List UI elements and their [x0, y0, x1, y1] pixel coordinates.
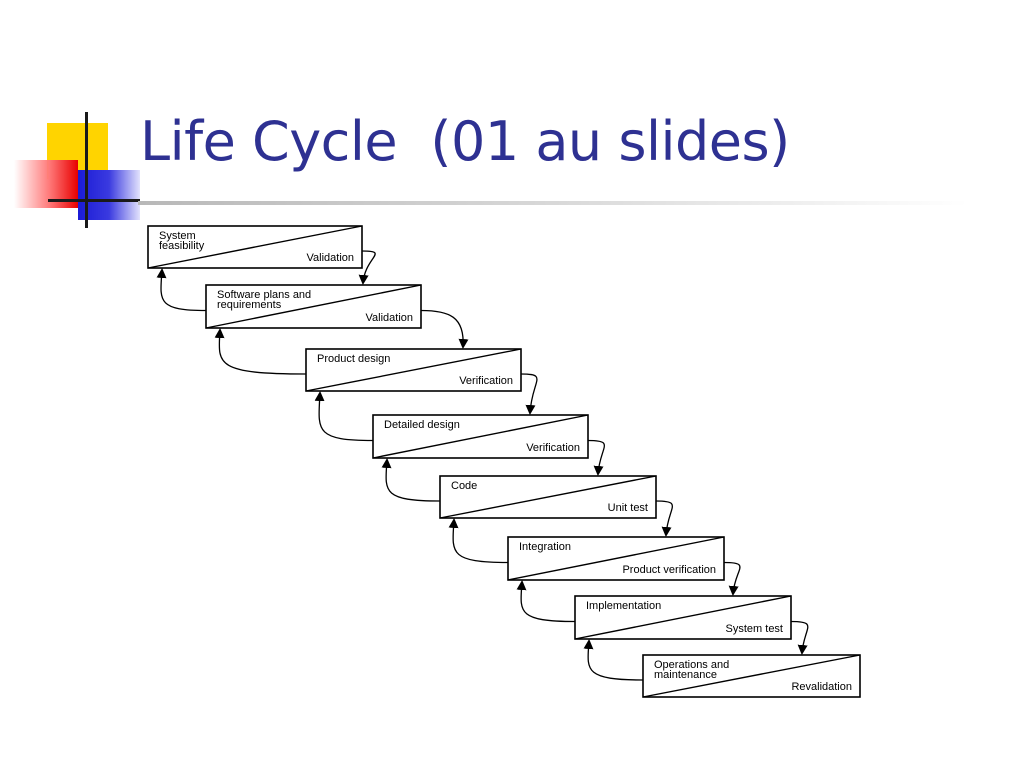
stage-activity-label: Operations and [654, 659, 729, 671]
stage-divider [305, 348, 522, 392]
stage-divider [507, 536, 725, 581]
stage-activity-label: maintenance [654, 669, 717, 681]
title-underline [138, 201, 968, 205]
feedback-arrow [516, 580, 576, 623]
stage-activity-label: Code [451, 480, 477, 492]
forward-arrow [587, 439, 605, 476]
stage-check-label: Product verification [622, 564, 716, 576]
stage-activity-label: feasibility [159, 240, 205, 252]
logo-vertical-line [85, 112, 88, 228]
stage-divider [439, 475, 657, 519]
stage-divider [574, 595, 792, 640]
feedback-arrow [583, 639, 644, 681]
forward-arrow [520, 373, 538, 415]
forward-arrow [420, 309, 469, 349]
stage-divider [147, 225, 363, 269]
stage-activity-label: Product design [317, 353, 390, 365]
forward-arrow [358, 250, 376, 285]
stage-activity-label: Software plans and [217, 289, 311, 301]
forward-arrow [723, 561, 741, 596]
forward-arrow [655, 500, 673, 537]
logo-blue-square [78, 170, 140, 220]
feedback-arrow [448, 518, 509, 564]
stage-activity-label: System [159, 230, 196, 242]
feedback-arrow [314, 391, 374, 442]
stage-check-label: Revalidation [791, 681, 852, 693]
stage-divider [372, 414, 589, 459]
stage-check-label: System test [726, 623, 783, 635]
stage-activity-label: Implementation [586, 600, 661, 612]
stage-divider [205, 284, 422, 329]
stage-check-label: Unit test [608, 502, 648, 514]
stage-activity-label: requirements [217, 299, 282, 311]
stage-check-label: Validation [366, 312, 414, 324]
feedback-arrow [214, 328, 307, 375]
stage-check-label: Validation [307, 252, 355, 264]
slide-title: Life Cycle (01 au slides) [140, 110, 790, 173]
forward-arrow [790, 620, 809, 655]
stage-check-label: Verification [526, 442, 580, 454]
stage-activity-label: Detailed design [384, 419, 460, 431]
stage-check-label: Verification [459, 375, 513, 387]
logo-horizontal-line [48, 199, 140, 202]
stage-activity-label: Integration [519, 541, 571, 553]
feedback-arrow [156, 268, 207, 312]
slide-logo [0, 0, 140, 240]
feedback-arrow [381, 458, 441, 502]
stage-divider [642, 654, 861, 698]
